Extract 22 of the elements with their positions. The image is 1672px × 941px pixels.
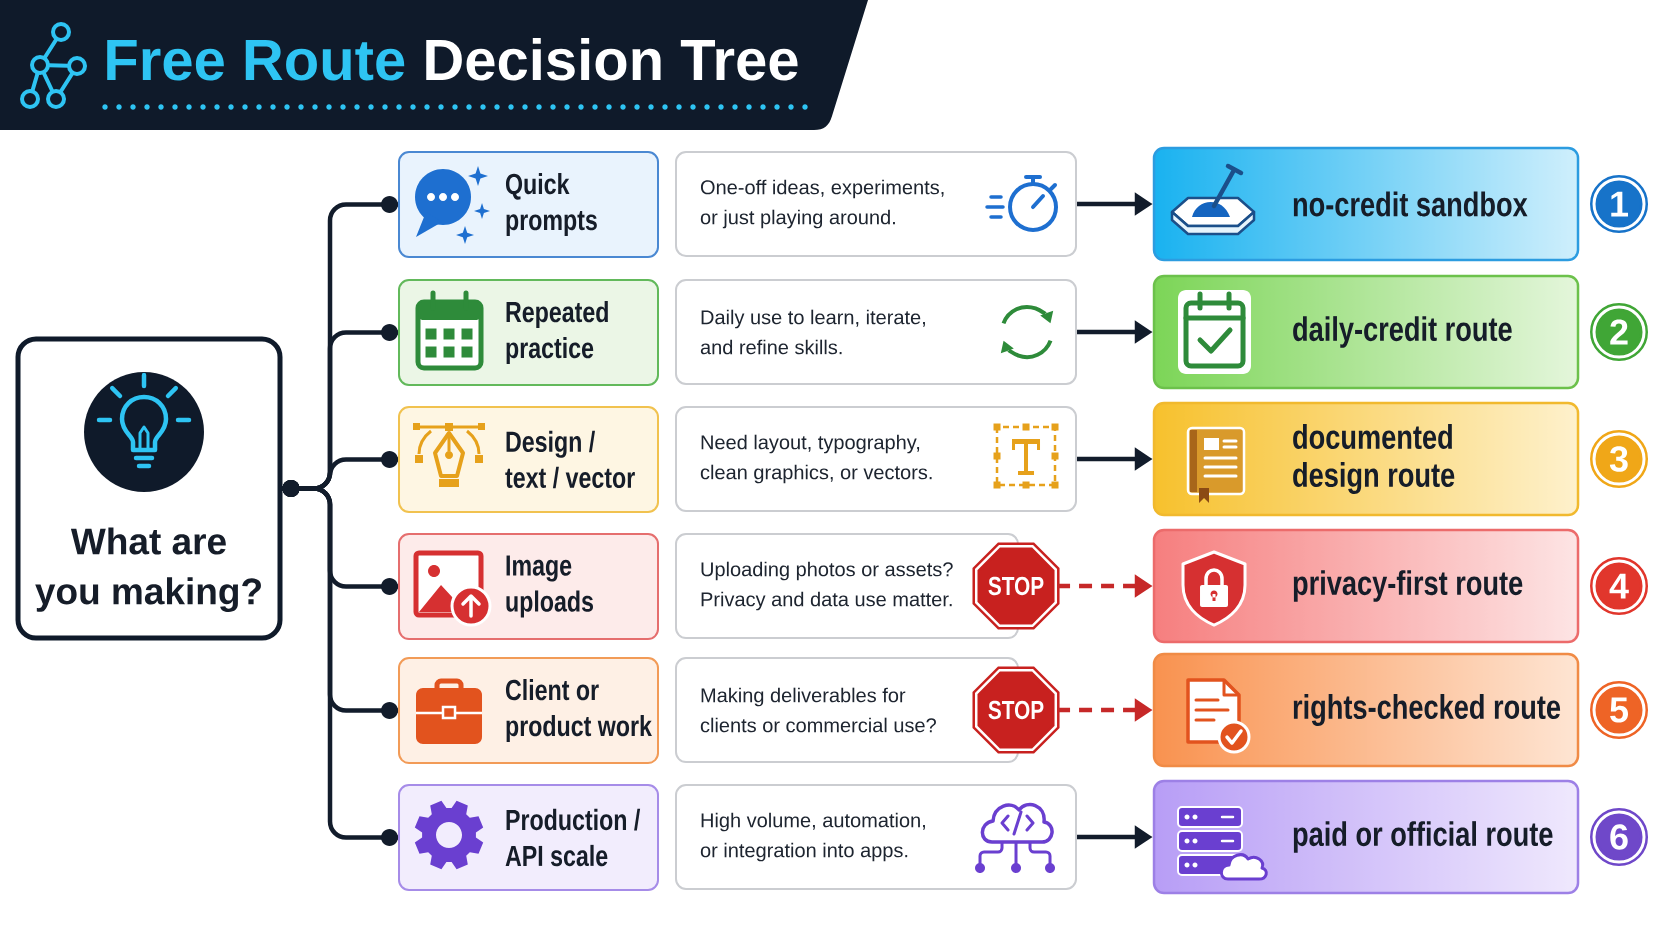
number-badge: 1 xyxy=(1590,175,1648,233)
stop-sign: STOP xyxy=(972,666,1060,754)
description-box: One-off ideas, experiments, or just playing around. xyxy=(675,151,1077,257)
number-badge: 6 xyxy=(1590,808,1648,866)
route-box: documented design route xyxy=(1152,401,1580,517)
route-box: no-credit sandbox xyxy=(1152,146,1580,262)
number-badge: 3 xyxy=(1590,430,1648,488)
description-box: Daily use to learn, iterate, and refine skills. xyxy=(675,279,1077,385)
category-box: Production / API scale xyxy=(398,784,659,891)
description-box: Need layout, typography, clean graphics, or vectors. xyxy=(675,406,1077,512)
number-badge: 5 xyxy=(1590,681,1648,739)
category-box: Quick prompts xyxy=(398,151,659,258)
number-badge: 2 xyxy=(1590,303,1648,361)
title: Free Route Decision Tree xyxy=(107,38,798,81)
stop-sign: STOP xyxy=(972,542,1060,630)
route-box: privacy-first route xyxy=(1152,528,1580,644)
branch-line xyxy=(282,480,398,846)
description-box: High volume, automation, or integration into apps. xyxy=(675,784,1077,890)
number-badge: 4 xyxy=(1590,557,1648,615)
route-box: paid or official route xyxy=(1152,779,1580,895)
category-box: Design / text / vector xyxy=(398,406,659,513)
route-box: rights-checked route xyxy=(1152,652,1580,768)
